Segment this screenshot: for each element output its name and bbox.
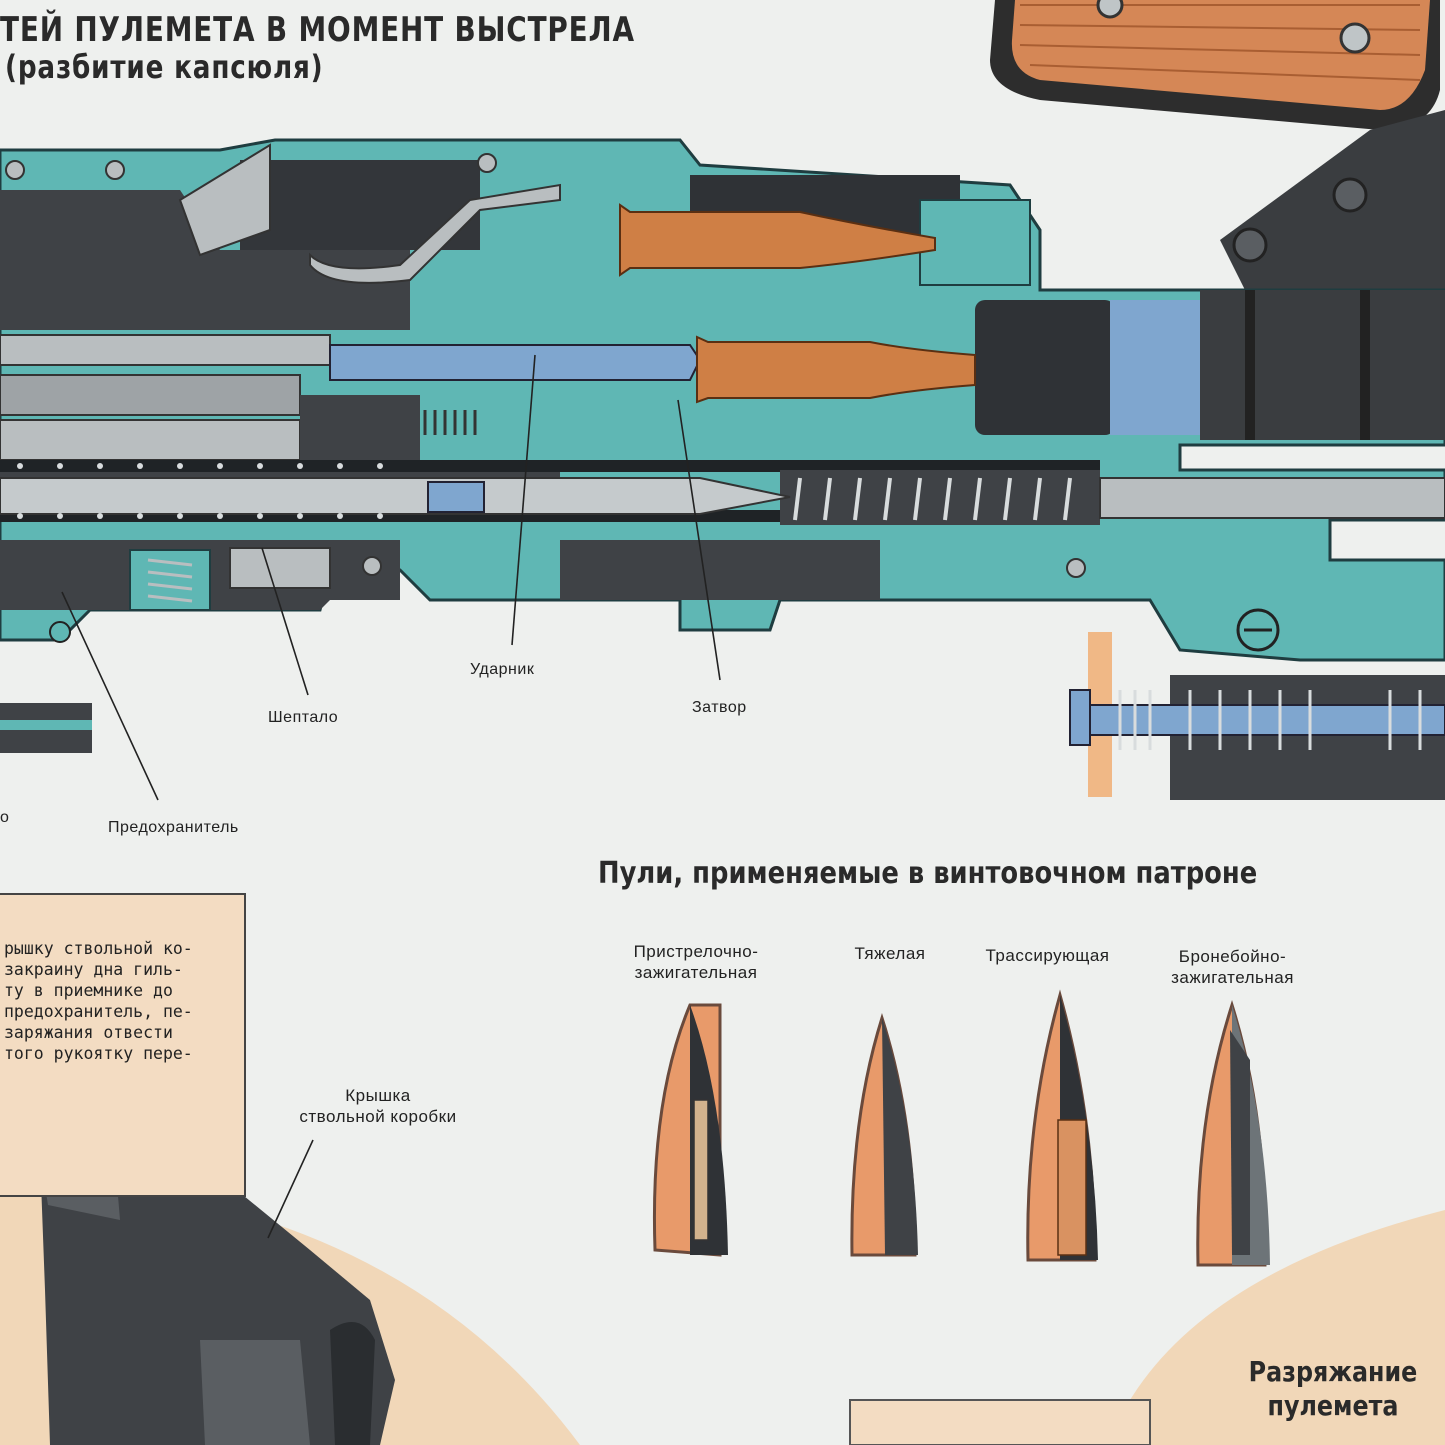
callout-sheptalo: Шептало (268, 709, 339, 726)
firing-spring (423, 410, 477, 435)
instruction-line: рышку ствольной ко- (4, 939, 193, 958)
instruction-line: закраину дна гиль- (4, 960, 183, 979)
bullet-label-tracer: Трассирующая (985, 946, 1110, 965)
bullet-incendiary-sighting (652, 1003, 728, 1257)
receiver-cover-part (40, 1155, 395, 1445)
bullet-label-incendiary-sighting: Пристрелочно- зажигательная (633, 942, 759, 982)
bullet-tracer (1026, 989, 1098, 1262)
tan-strip-bottom (849, 1399, 1151, 1445)
tan-arc-bottom-right (1130, 1210, 1445, 1445)
instructions-panel: рышку ствольной ко- закраину дна гиль- т… (0, 893, 246, 1197)
bullet-heavy (850, 1013, 918, 1257)
poster-subtitle: (разбитие капсюля) (5, 48, 324, 86)
buffer-assembly (1069, 632, 1445, 800)
bullet-label-armor-piercing: Бронебойно- зажигательная (1171, 947, 1294, 987)
poster-title: ТЕЙ ПУЛЕМЕТА В МОМЕНТ ВЫСТРЕЛА (0, 10, 635, 50)
leader-lines (61, 354, 721, 1239)
cartridge-chambered (696, 335, 976, 404)
unloading-title: Разряжание пулемета (1248, 1355, 1418, 1422)
cartridge-upper (619, 203, 936, 277)
instruction-line: предохранитель, пе- (4, 1002, 193, 1021)
bullets-section-title: Пули, применяемые в винтовочном патроне (598, 856, 1258, 891)
callout-udarnik: Ударник (470, 661, 535, 678)
instruction-line: заряжания отвести (4, 1023, 173, 1042)
callout-predohranitel: Предохранитель (108, 819, 239, 836)
instruction-line: того рукоятку пере- (4, 1044, 193, 1063)
callout-zatvor: Затвор (692, 699, 747, 716)
bullet-armor-piercing (1196, 1000, 1270, 1267)
callout-fragment: о (0, 809, 10, 826)
bullet-label-heavy: Тяжелая (854, 944, 926, 963)
recoil-spring (793, 477, 1072, 521)
callout-kryshka: Крышка ствольной коробки (299, 1086, 457, 1126)
pistol-grip (990, 0, 1445, 300)
instruction-line: ту в приемнике до (4, 981, 173, 1000)
